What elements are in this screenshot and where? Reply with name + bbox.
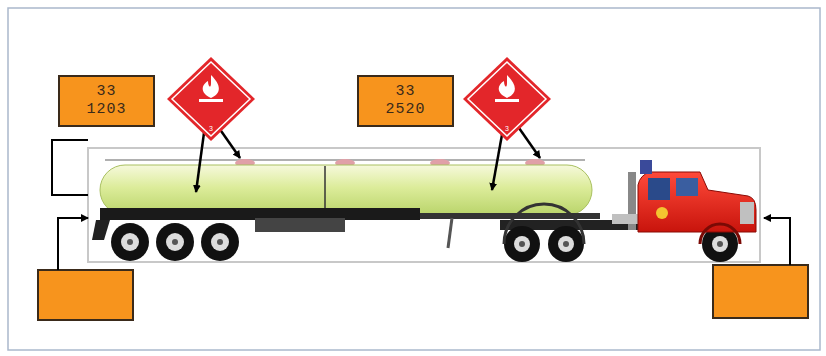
leader-arrow <box>58 218 88 270</box>
hazard-number: 33 <box>96 83 116 101</box>
hazard-placard: 3 <box>462 56 552 142</box>
leader-arrow <box>764 218 790 265</box>
vehicle-outline <box>88 148 760 262</box>
landing-gear <box>448 218 452 248</box>
un-number: 2520 <box>385 101 425 119</box>
blank-orange-panel <box>713 265 808 318</box>
hazard-placard: 3 <box>166 56 256 142</box>
flame-symbol <box>499 75 515 98</box>
tool-box <box>255 218 345 232</box>
class-number: 3 <box>166 125 256 133</box>
flame-symbol <box>203 75 219 98</box>
placard-fill <box>167 57 255 141</box>
flame-base <box>495 99 519 102</box>
placard-fill <box>463 57 551 141</box>
outer-frame <box>8 8 820 350</box>
placard-inner-border <box>468 62 546 136</box>
placard-inner-border <box>172 62 250 136</box>
flame-base <box>199 99 223 102</box>
hazard-number: 33 <box>395 83 415 101</box>
hazard-panel: 332520 <box>357 75 454 127</box>
tank-body <box>100 165 592 215</box>
un-number: 1203 <box>86 101 126 119</box>
hazard-panel: 331203 <box>58 75 155 127</box>
bracket-line <box>52 140 88 195</box>
truck-cab <box>504 160 756 244</box>
blank-orange-panel <box>38 270 133 320</box>
class-number: 3 <box>462 125 552 133</box>
compartment-divider <box>324 166 326 214</box>
rear-bumper <box>92 220 110 240</box>
